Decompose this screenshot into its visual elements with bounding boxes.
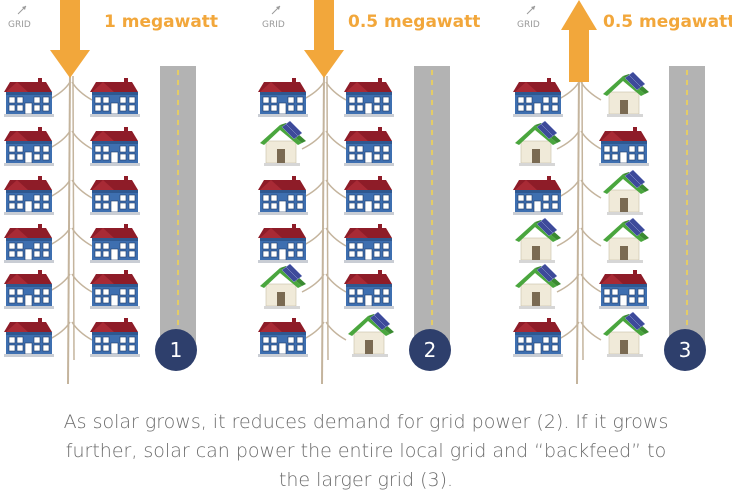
grid-label: GRID <box>262 20 285 30</box>
step-number: 1 <box>170 338 183 362</box>
house <box>258 318 308 357</box>
house <box>4 78 54 117</box>
solar-house <box>260 263 306 309</box>
house <box>90 78 140 117</box>
caption-line-1: As solar grows, it reduces demand for gr… <box>63 411 669 433</box>
step-number: 3 <box>679 338 692 362</box>
solar-house <box>515 217 561 263</box>
panel-3: 0.5 megawatt 3 <box>513 0 732 385</box>
grid-label: GRID <box>517 20 540 30</box>
house <box>90 127 140 166</box>
solar-house <box>260 120 306 166</box>
house <box>90 224 140 263</box>
house <box>258 78 308 117</box>
step-badge: 3 <box>664 329 706 371</box>
panel-2: 0.5 megawatt 2 <box>258 0 480 385</box>
house <box>599 127 649 166</box>
house <box>4 270 54 309</box>
house <box>513 318 563 357</box>
house <box>344 78 394 117</box>
house <box>344 224 394 263</box>
house <box>90 176 140 215</box>
grid-icon: GRID <box>517 5 540 30</box>
house <box>90 270 140 309</box>
power-flow-up-arrow <box>561 0 597 30</box>
panel-1: 1 megawatt 1 <box>4 0 218 385</box>
solar-house <box>603 169 649 215</box>
grid-label: GRID <box>8 20 31 30</box>
step-number: 2 <box>424 338 437 362</box>
solar-house <box>515 263 561 309</box>
power-wires <box>47 71 93 385</box>
grid-icon: GRID <box>8 5 31 30</box>
house <box>258 224 308 263</box>
step-badge: 1 <box>155 329 197 371</box>
caption: As solar grows, it reduces demand for gr… <box>0 408 732 495</box>
house <box>513 176 563 215</box>
caption-line-2: further, solar can power the entire loca… <box>65 440 667 462</box>
house <box>4 224 54 263</box>
grid-icon: GRID <box>262 5 285 30</box>
power-flow-down-arrow <box>60 0 80 52</box>
house <box>4 318 54 357</box>
solar-house <box>603 217 649 263</box>
solar-house <box>348 311 394 357</box>
house <box>4 127 54 166</box>
house <box>344 176 394 215</box>
power-label: 1 megawatt <box>104 12 218 32</box>
solar-house <box>603 311 649 357</box>
house <box>90 318 140 357</box>
house <box>513 78 563 117</box>
caption-line-3: the larger grid (3). <box>278 469 454 491</box>
step-badge: 2 <box>409 329 451 371</box>
power-wires <box>556 71 602 385</box>
power-label: 0.5 megawatt <box>348 12 480 32</box>
house <box>4 176 54 215</box>
house <box>258 176 308 215</box>
power-label: 0.5 megawatt <box>603 12 732 32</box>
house <box>344 127 394 166</box>
power-wires <box>301 71 347 385</box>
power-flow-down-arrow <box>314 0 334 52</box>
house <box>344 270 394 309</box>
house <box>599 270 649 309</box>
solar-house <box>515 120 561 166</box>
solar-house <box>603 71 649 117</box>
